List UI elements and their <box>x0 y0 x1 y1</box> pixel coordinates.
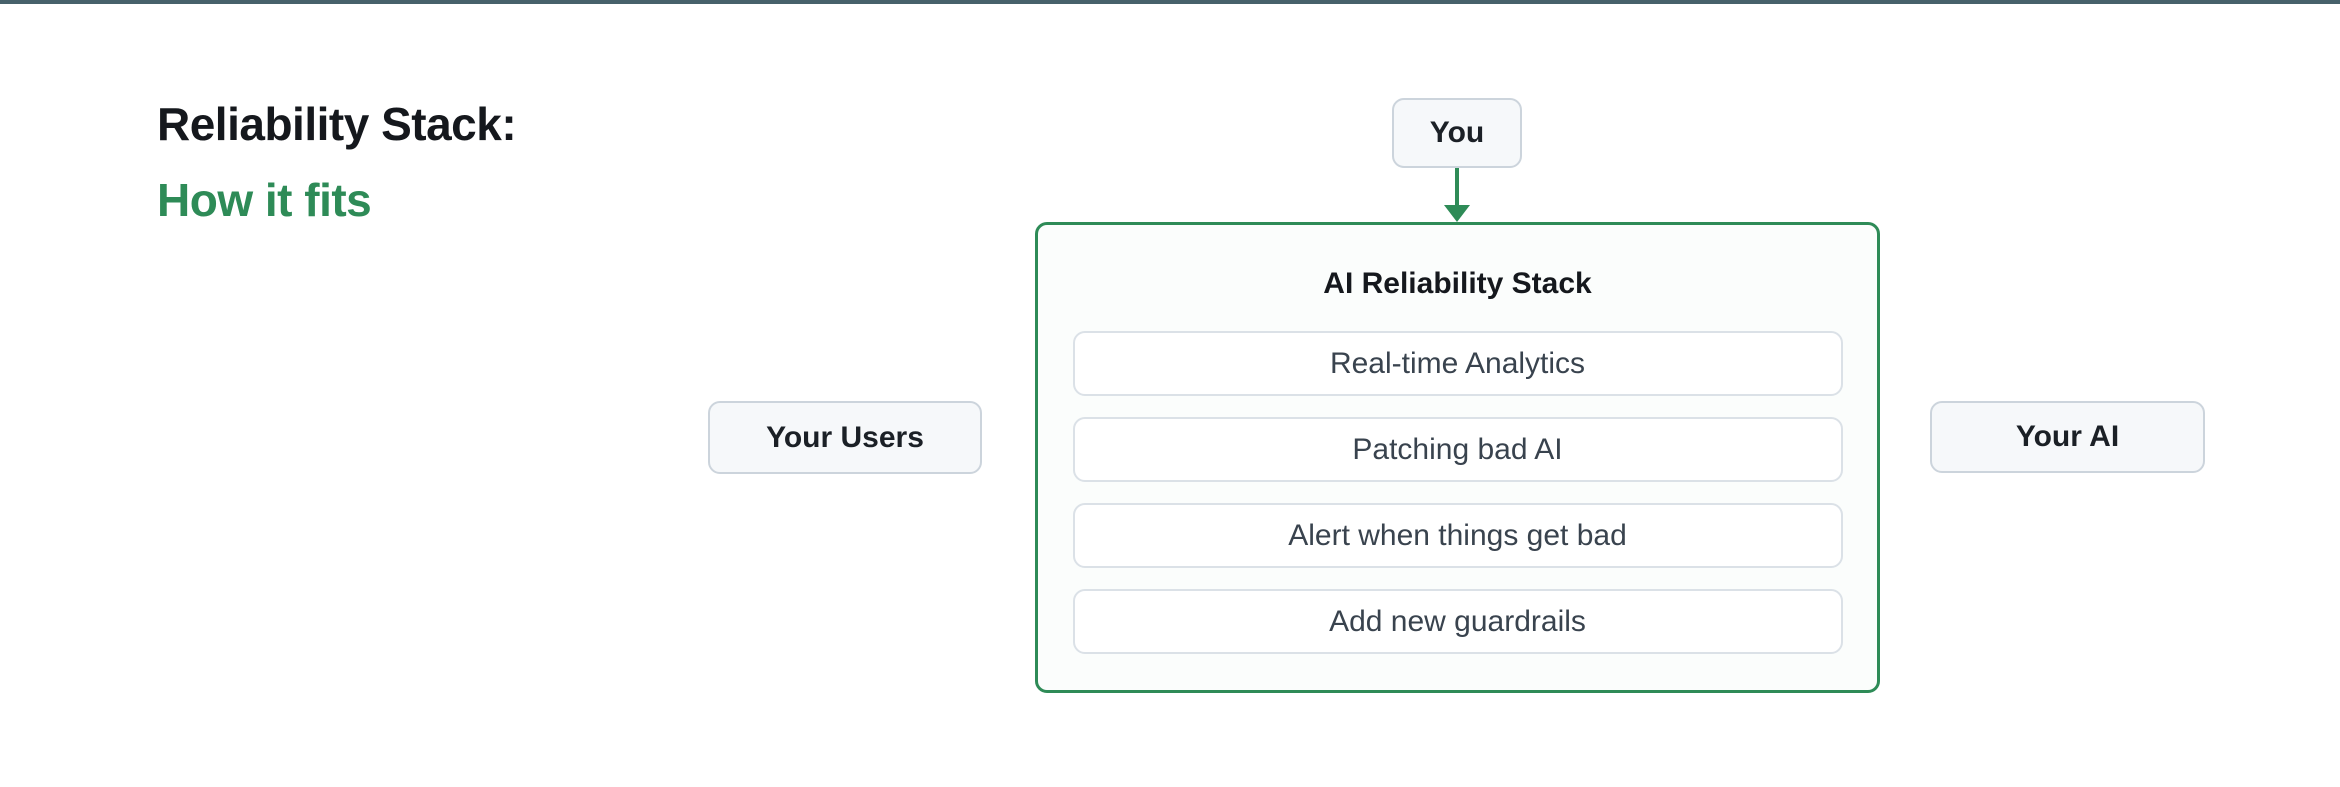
arrow-you-to-stack <box>1455 168 1459 207</box>
stack-item-realtime-analytics: Real-time Analytics <box>1072 331 1843 396</box>
page-title: Reliability Stack: <box>157 98 517 150</box>
stack-title: AI Reliability Stack <box>1323 267 1592 300</box>
page-heading: Reliability Stack: How it fits <box>157 98 517 226</box>
stack-item-list: Real-time Analytics Patching bad AI Aler… <box>1072 331 1843 654</box>
arrow-down-icon <box>1444 205 1470 222</box>
diagram-node-you: You <box>1392 98 1522 168</box>
stack-container: AI Reliability Stack Real-time Analytics… <box>1035 222 1880 693</box>
page-subtitle: How it fits <box>157 174 372 226</box>
diagram-node-your-users: Your Users <box>708 401 982 474</box>
stack-item-patching-bad-ai: Patching bad AI <box>1072 417 1843 482</box>
stack-item-alert-when-bad: Alert when things get bad <box>1072 503 1843 568</box>
diagram-node-your-ai: Your AI <box>1930 401 2205 473</box>
stack-item-add-guardrails: Add new guardrails <box>1072 589 1843 654</box>
top-accent-bar <box>0 0 2340 4</box>
